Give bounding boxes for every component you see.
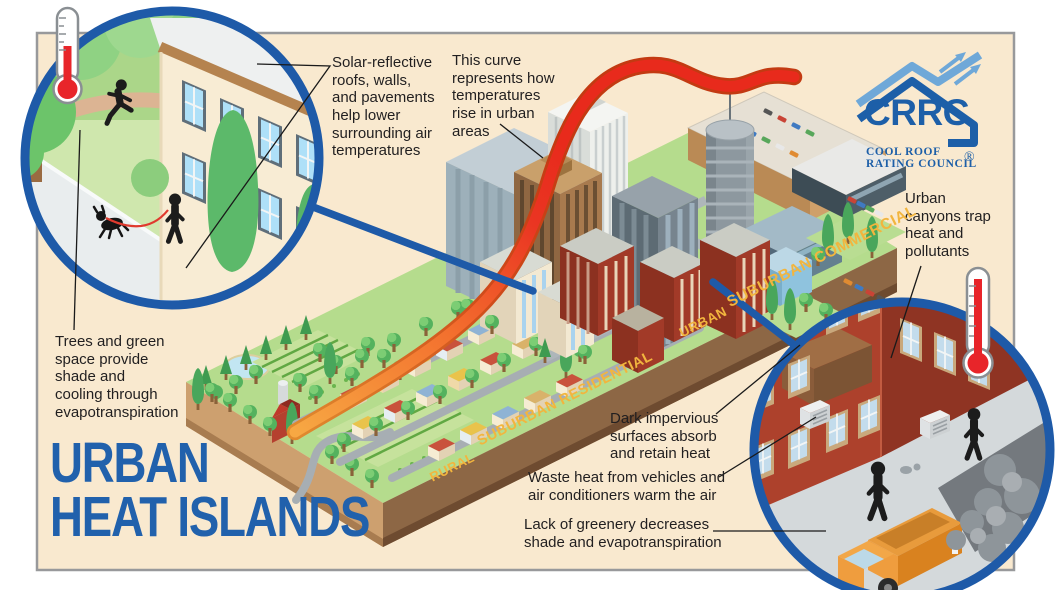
green-space-callout <box>20 6 324 310</box>
crrc-logo-name-line-1: COOL ROOF <box>866 146 941 158</box>
annotation-leader-lines <box>73 63 922 532</box>
title-line-1: URBAN <box>50 431 210 495</box>
annotation-lack-greenery: Lack of greenery decreases shade and eva… <box>524 516 722 551</box>
suburban-commercial-zone <box>756 195 906 338</box>
urban-callout-ring <box>749 297 1055 590</box>
annotation-urban-canyons: Urban canyons trap heat and pollutants <box>905 190 991 261</box>
dog-leash <box>105 209 169 228</box>
annotation-curve: This curve represents how temperatures r… <box>452 52 555 140</box>
urban-callout-pointer-line <box>709 278 801 351</box>
rural-zone <box>192 315 474 504</box>
crrc-logo-name-line-2: RATING COUNCIL <box>866 158 977 170</box>
annotation-solar-reflective: Solar-reflective roofs, walls, and pavem… <box>332 54 435 160</box>
urban-zone <box>446 91 906 373</box>
temperature-curve <box>286 56 803 441</box>
page-title: URBAN HEAT ISLANDS <box>50 431 370 550</box>
thermometer-high-icon <box>962 266 994 379</box>
annotation-trees: Trees and green space provide shade and … <box>55 333 179 421</box>
registered-trademark-symbol: ® <box>964 150 975 165</box>
truck <box>838 508 962 590</box>
annotation-dark-surfaces: Dark impervious surfaces absorb and reta… <box>610 410 719 463</box>
green-callout-ring <box>20 6 324 310</box>
dog-figure <box>92 204 130 240</box>
crrc-logo-icon <box>855 51 983 147</box>
annotation-waste-heat: Waste heat from vehicles and air conditi… <box>528 469 726 504</box>
title-line-2: HEAT ISLANDS <box>50 485 370 550</box>
thermometer-low-icon <box>52 6 83 105</box>
green-callout-pointer-line <box>296 198 537 295</box>
crrc-logo-acronym: CRRC <box>864 92 969 133</box>
exhaust-smoke <box>900 454 1040 562</box>
